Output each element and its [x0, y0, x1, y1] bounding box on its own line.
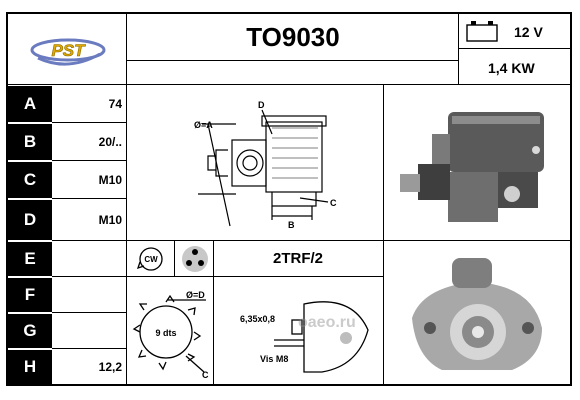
- thread-label: 6,35x0,8: [240, 314, 275, 324]
- starter-side-photo: [388, 90, 568, 236]
- dimension-drawing: Ø=A B C D: [132, 88, 380, 236]
- brand-logo: PST: [26, 28, 110, 72]
- starter-front-photo: [392, 248, 568, 382]
- logo-text: PST: [51, 41, 86, 60]
- pinion-dia-label: Ø=D: [186, 290, 205, 300]
- row-letter-a: A: [8, 86, 52, 122]
- diagram-label-a: Ø=A: [194, 120, 213, 130]
- row-value-f: [54, 278, 128, 312]
- power-value: 1,4 KW: [488, 60, 535, 76]
- grid-line: [458, 48, 570, 49]
- battery-icon: [466, 20, 498, 47]
- grid-line: [126, 14, 127, 384]
- mount-drawing: 6,35x0,8 Vis M8: [218, 280, 380, 382]
- page-title: TO9030: [246, 21, 340, 52]
- row-letter-d: D: [8, 200, 52, 240]
- grid-line: [8, 84, 570, 85]
- grid-line: [213, 240, 214, 384]
- row-letter-g: G: [8, 314, 52, 348]
- voltage-value: 12 V: [514, 24, 543, 40]
- grid-line: [126, 276, 383, 277]
- row-letter-b: B: [8, 124, 52, 160]
- row-value-e: [54, 242, 128, 276]
- grid-line: [383, 240, 570, 241]
- row-value-a: 74: [108, 97, 122, 111]
- row-letter-e: E: [8, 242, 52, 276]
- grid-line: [126, 60, 458, 61]
- grid-line: [52, 312, 126, 313]
- row-value-c: M10: [98, 173, 122, 187]
- diagram-label-b: B: [288, 220, 295, 230]
- row-value-d: M10: [98, 213, 122, 227]
- row-value-b: 20/..: [98, 135, 122, 149]
- row-value-g: [54, 314, 128, 348]
- grid-line: [126, 240, 383, 241]
- diagram-label-d: D: [258, 100, 265, 110]
- grid-line: [52, 276, 126, 277]
- watermark: oaeo.ru: [298, 314, 356, 331]
- pinion-c-label: C: [202, 370, 209, 380]
- diagram-label-c: C: [330, 198, 337, 208]
- pinion-teeth-label: 9 dts: [155, 328, 176, 338]
- grid-line: [52, 240, 126, 241]
- row-value-h: 12,2: [98, 360, 122, 374]
- grid-line: [174, 240, 175, 276]
- grid-line: [52, 122, 126, 123]
- rotation-label: CW: [144, 255, 158, 264]
- spec-sheet: PST TO9030 12 V 1,4 KW A B C D E F G H 7…: [6, 12, 572, 386]
- row-letter-h: H: [8, 350, 52, 384]
- clockwise-rotation-icon: CW: [136, 247, 163, 271]
- logo-icon: PST: [30, 38, 106, 66]
- row-letter-f: F: [8, 278, 52, 312]
- grid-line: [52, 160, 126, 161]
- connector-icon: [180, 244, 210, 274]
- pinion-drawing: 9 dts Ø=D C: [130, 280, 212, 382]
- grid-line: [458, 14, 459, 84]
- screw-label: Vis M8: [260, 354, 288, 364]
- rotation-cell: CW: [134, 246, 168, 272]
- grid-line: [52, 348, 126, 349]
- row-letter-c: C: [8, 162, 52, 198]
- grid-line: [383, 84, 384, 384]
- terminal-code: 2TRF/2: [272, 249, 323, 267]
- grid-line: [52, 198, 126, 199]
